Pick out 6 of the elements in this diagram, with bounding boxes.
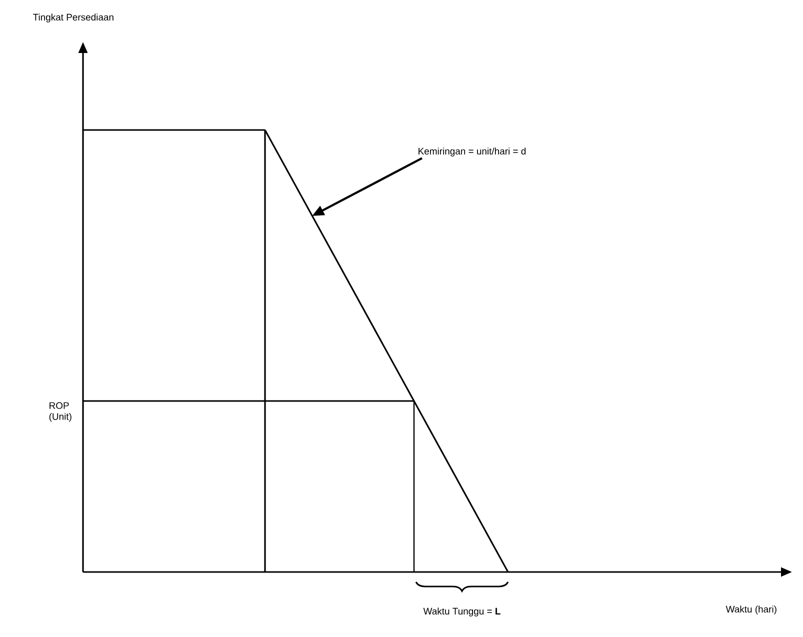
slope-line — [264, 130, 509, 572]
callout-text: Kemiringan = unit/hari = d — [418, 148, 526, 156]
axis-label: Waktu (hari) — [726, 606, 776, 614]
axis-label: Waktu Tunggu = L — [423, 608, 500, 616]
axis-label: Tingkat Persediaan — [33, 14, 114, 22]
axis-label: ROP (Unit) — [49, 402, 72, 422]
